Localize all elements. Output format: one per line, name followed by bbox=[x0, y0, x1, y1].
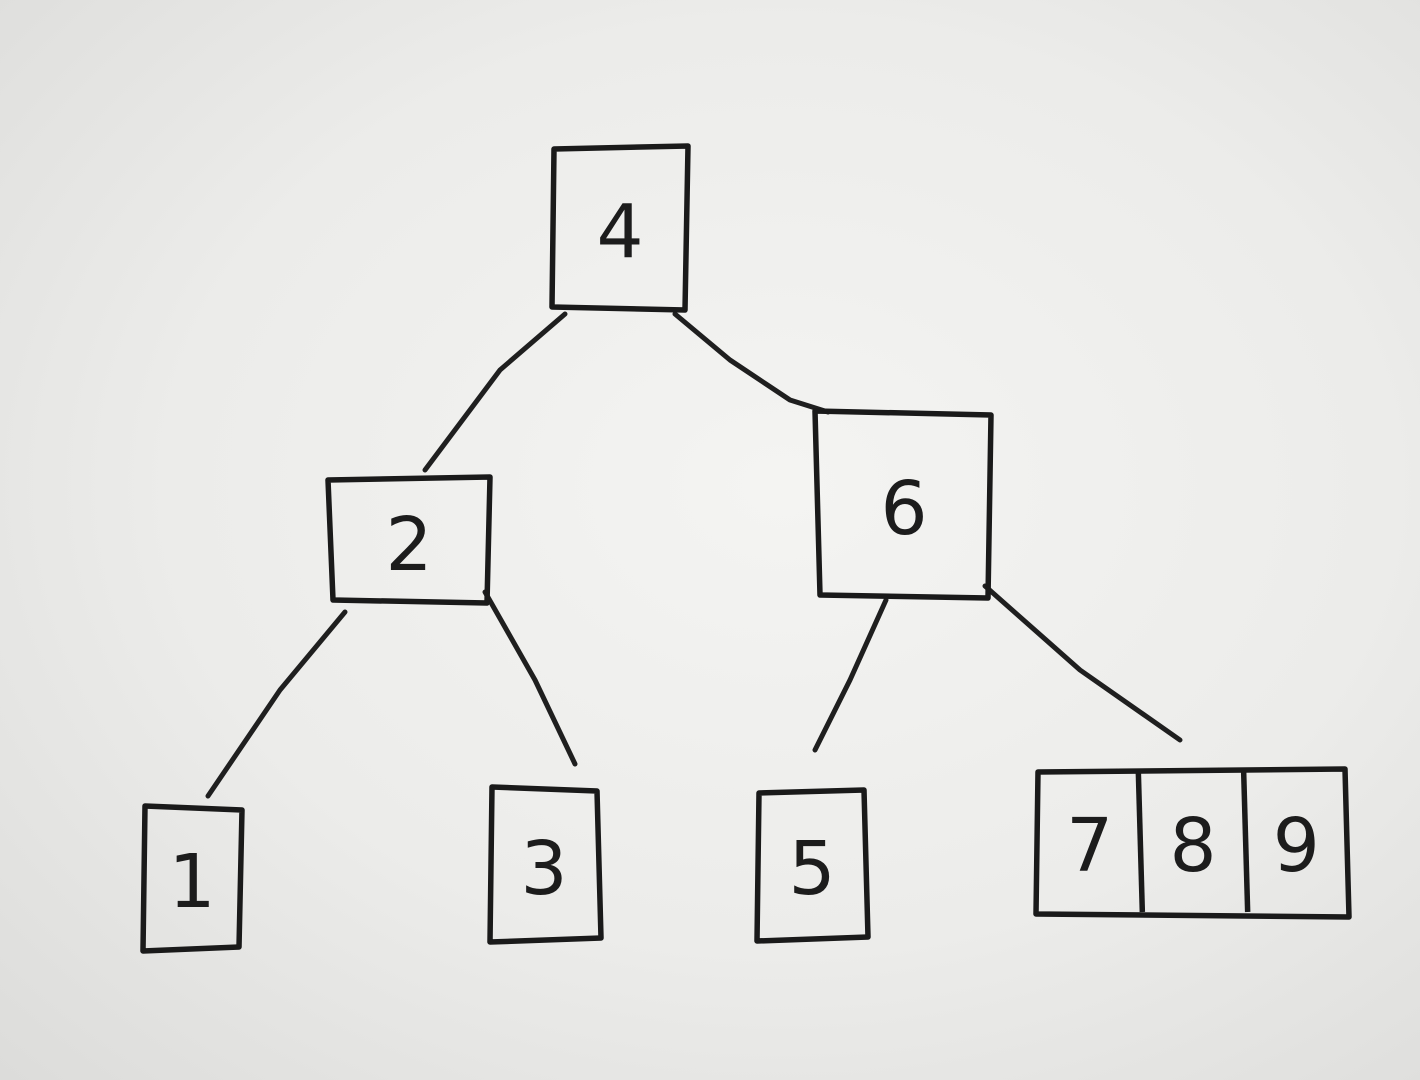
tree-node-n1: 1 bbox=[140, 803, 245, 954]
tree-node-n4: 4 bbox=[549, 143, 691, 313]
node-key: 2 bbox=[385, 502, 432, 588]
node-box bbox=[754, 787, 871, 944]
key-separator bbox=[1240, 771, 1251, 913]
edge-n6-n5 bbox=[812, 597, 889, 753]
node-key: 8 bbox=[1169, 803, 1216, 889]
tree-node-n6: 6 bbox=[812, 408, 994, 601]
node-key: 9 bbox=[1273, 803, 1320, 889]
edge-n4-n6 bbox=[672, 311, 831, 415]
node-box bbox=[140, 803, 245, 954]
edge-n2-n3 bbox=[482, 589, 578, 767]
key-separator bbox=[1135, 771, 1146, 913]
node-box bbox=[325, 474, 493, 606]
tree-node-n5: 5 bbox=[754, 787, 871, 944]
node-key: 6 bbox=[880, 466, 927, 552]
tree-node-n2: 2 bbox=[325, 474, 493, 606]
node-key: 1 bbox=[168, 839, 215, 925]
edges-layer bbox=[205, 311, 1183, 799]
node-box bbox=[812, 408, 994, 601]
edge-n6-n789 bbox=[982, 583, 1183, 743]
edge-n4-n2 bbox=[422, 311, 568, 473]
node-key: 3 bbox=[520, 826, 567, 912]
node-box bbox=[487, 784, 604, 945]
node-key: 4 bbox=[596, 189, 643, 275]
edge-n2-n1 bbox=[205, 609, 348, 799]
tree-node-n3: 3 bbox=[487, 784, 604, 945]
node-box bbox=[1033, 766, 1352, 920]
node-box bbox=[549, 143, 691, 313]
node-key: 5 bbox=[788, 826, 835, 912]
node-key: 7 bbox=[1066, 803, 1113, 889]
